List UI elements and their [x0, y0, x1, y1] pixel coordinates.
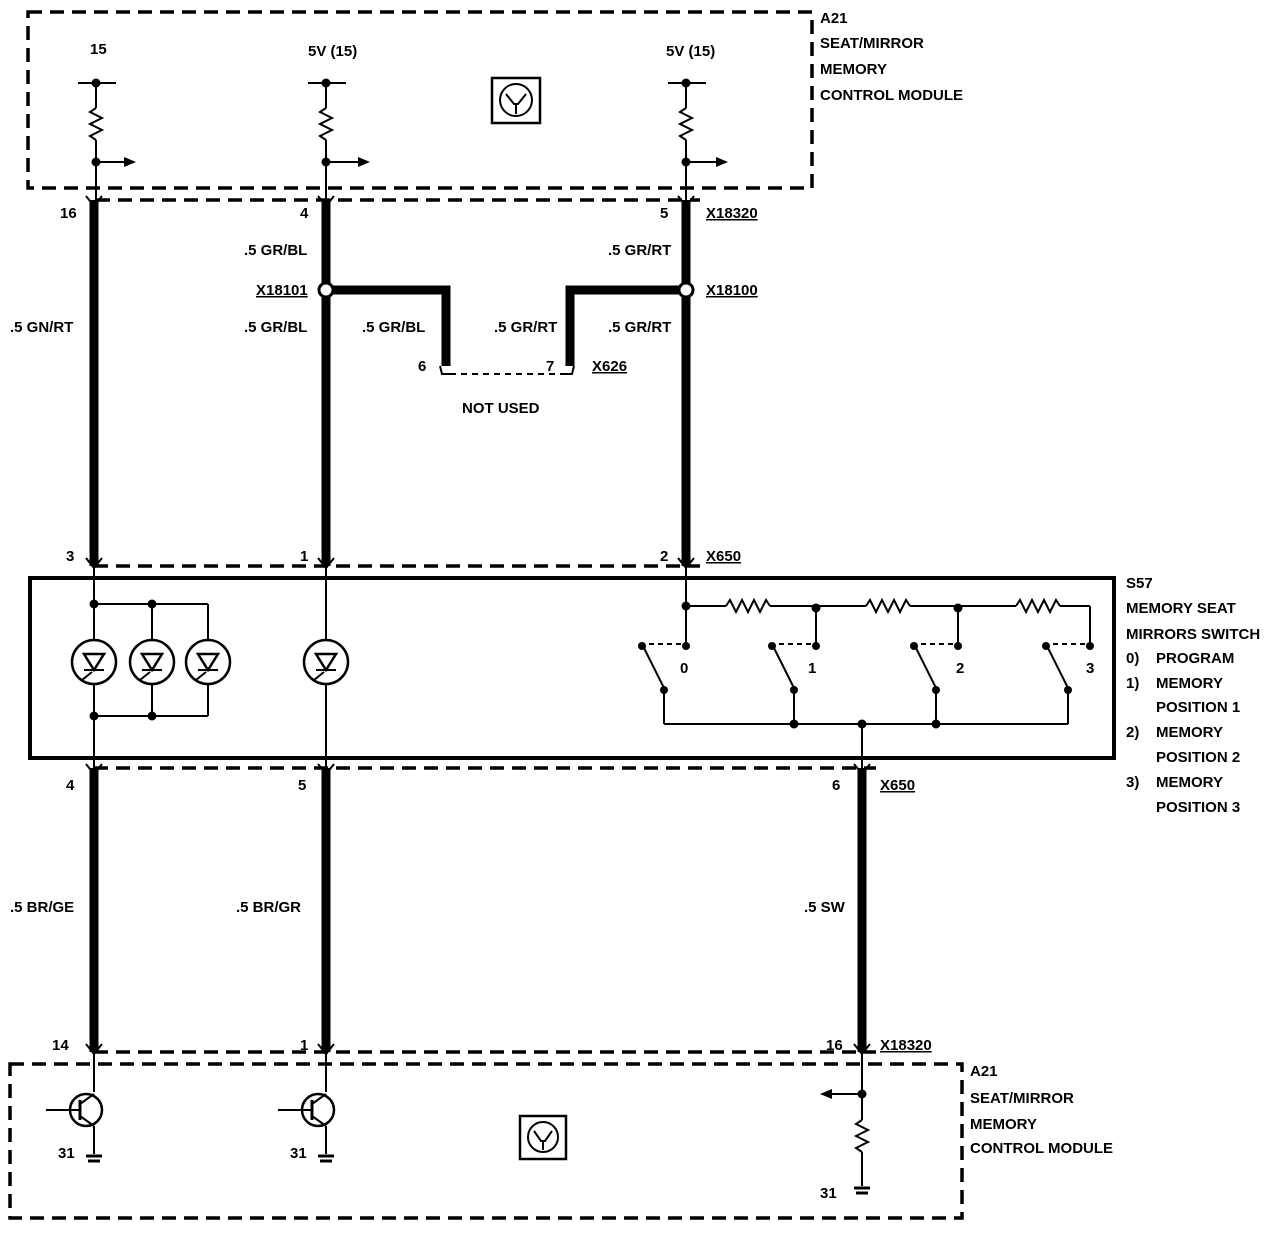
- x18100-label: X18100: [706, 282, 758, 299]
- ground-label-1: 31: [58, 1145, 75, 1162]
- position-2-text-2: POSITION 2: [1156, 749, 1240, 766]
- position-3-text-1: MEMORY: [1156, 774, 1223, 791]
- bottom-module-id: A21: [970, 1063, 998, 1080]
- supply-label-2: 5V (15): [308, 43, 357, 60]
- pin-top-5: 5: [660, 205, 668, 222]
- switch-num-1: 1: [808, 660, 816, 677]
- pin-bottom-14: 14: [52, 1037, 69, 1054]
- position-3-text-2: POSITION 3: [1156, 799, 1240, 816]
- x626-pin-6: 6: [418, 358, 426, 375]
- position-0-text: PROGRAM: [1156, 650, 1234, 667]
- x626-label: X626: [592, 358, 627, 375]
- pin-top-16: 16: [60, 205, 77, 222]
- switch-0: [638, 642, 690, 724]
- top-module-line-1: SEAT/MIRROR: [820, 35, 924, 52]
- x18320-top-label: X18320: [706, 205, 758, 222]
- transistor-2-icon: [278, 1052, 336, 1163]
- led-1-icon: [70, 638, 118, 686]
- top-module-line-2: MEMORY: [820, 61, 887, 78]
- pulldown-resistor: [820, 1052, 871, 1195]
- ground-label-3: 31: [820, 1185, 837, 1202]
- pullup-resistor-2: [308, 78, 370, 200]
- bottom-control-module: A21 SEAT/MIRROR MEMORY CONTROL MODULE: [8, 1052, 1113, 1220]
- upper-wires: [85, 195, 695, 570]
- supply-label-3: 5V (15): [666, 43, 715, 60]
- pin-bottom-16: 16: [826, 1037, 843, 1054]
- not-used-label: NOT USED: [462, 400, 540, 417]
- led-2-icon: [128, 638, 176, 686]
- position-2-text-1: MEMORY: [1156, 724, 1223, 741]
- switch-num-2: 2: [956, 660, 964, 677]
- wire-label-gr-rt-branch: .5 GR/RT: [494, 319, 557, 336]
- switch-1: [768, 642, 820, 724]
- switch-module-boundary: [28, 576, 1116, 760]
- control-module-icon: [490, 76, 542, 125]
- wire-label-gr-rt-right: .5 GR/RT: [608, 319, 671, 336]
- wire-label-gr-bl-branch: .5 GR/BL: [362, 319, 425, 336]
- switch-module: S57 MEMORY SEAT MIRRORS SWITCH 0) PROGRA…: [28, 566, 1260, 816]
- wire-label-br-gr: .5 BR/GR: [236, 899, 301, 916]
- wire-label-sw: .5 SW: [804, 899, 846, 916]
- position-2-num: 2): [1126, 724, 1139, 741]
- x650-lower-label: X650: [880, 777, 915, 794]
- position-1-num: 1): [1126, 675, 1139, 692]
- transistor-1-icon: [46, 1052, 104, 1163]
- pin-x650-2: 2: [660, 548, 668, 565]
- wire-label-gr-bl-top: .5 GR/BL: [244, 242, 307, 259]
- pin-x650-1: 1: [300, 548, 308, 565]
- position-3-num: 3): [1126, 774, 1139, 791]
- pin-x650-6: 6: [832, 777, 840, 794]
- switch-module-line-1: MEMORY SEAT: [1126, 600, 1236, 617]
- switch-2: [910, 642, 962, 724]
- x626-connector: 6 7 X626: [418, 358, 627, 375]
- resistor-ladder: [681, 566, 1091, 646]
- pin-bottom-1: 1: [300, 1037, 308, 1054]
- x626-pin-7: 7: [546, 358, 554, 375]
- switch-num-3: 3: [1086, 660, 1094, 677]
- top-module-boundary: [26, 10, 814, 190]
- bottom-module-line-2: MEMORY: [970, 1116, 1037, 1133]
- bottom-module-line-1: SEAT/MIRROR: [970, 1090, 1074, 1107]
- supply-label-1: 15: [90, 41, 107, 58]
- splice-x18101: [317, 281, 335, 299]
- pin-x650-4: 4: [66, 777, 75, 794]
- wire-label-gr-rt-top: .5 GR/RT: [608, 242, 671, 259]
- pullup-resistor-3: [668, 78, 728, 200]
- top-control-module: A21 SEAT/MIRROR MEMORY CONTROL MODULE 15…: [26, 10, 963, 200]
- x18101-label: X18101: [256, 282, 308, 299]
- control-module-icon: [518, 1114, 568, 1161]
- position-0-num: 0): [1126, 650, 1139, 667]
- splice-x18100: [677, 281, 695, 299]
- wire-label-br-ge: .5 BR/GE: [10, 899, 74, 916]
- pin-x650-5: 5: [298, 777, 306, 794]
- top-module-id: A21: [820, 10, 848, 27]
- position-1-text-2: POSITION 1: [1156, 699, 1240, 716]
- switch-3: [1042, 642, 1094, 724]
- wire-label-gn-rt: .5 GN/RT: [10, 319, 73, 336]
- switch-module-line-2: MIRRORS SWITCH: [1126, 626, 1260, 643]
- pin-top-4: 4: [300, 205, 309, 222]
- bottom-module-line-3: CONTROL MODULE: [970, 1140, 1113, 1157]
- ground-label-2: 31: [290, 1145, 307, 1162]
- led-3-icon: [184, 638, 232, 686]
- position-1-text-1: MEMORY: [1156, 675, 1223, 692]
- pin-x650-3: 3: [66, 548, 74, 565]
- switch-module-id: S57: [1126, 575, 1153, 592]
- x650-upper-label: X650: [706, 548, 741, 565]
- bottom-module-boundary: [8, 1062, 964, 1220]
- x18320-bottom-label: X18320: [880, 1037, 932, 1054]
- led-4-icon: [302, 566, 350, 778]
- lower-wires: [85, 763, 871, 1056]
- top-module-line-3: CONTROL MODULE: [820, 87, 963, 104]
- pullup-resistor-1: [78, 78, 136, 200]
- wire-label-gr-bl-left: .5 GR/BL: [244, 319, 307, 336]
- switch-num-0: 0: [680, 660, 688, 677]
